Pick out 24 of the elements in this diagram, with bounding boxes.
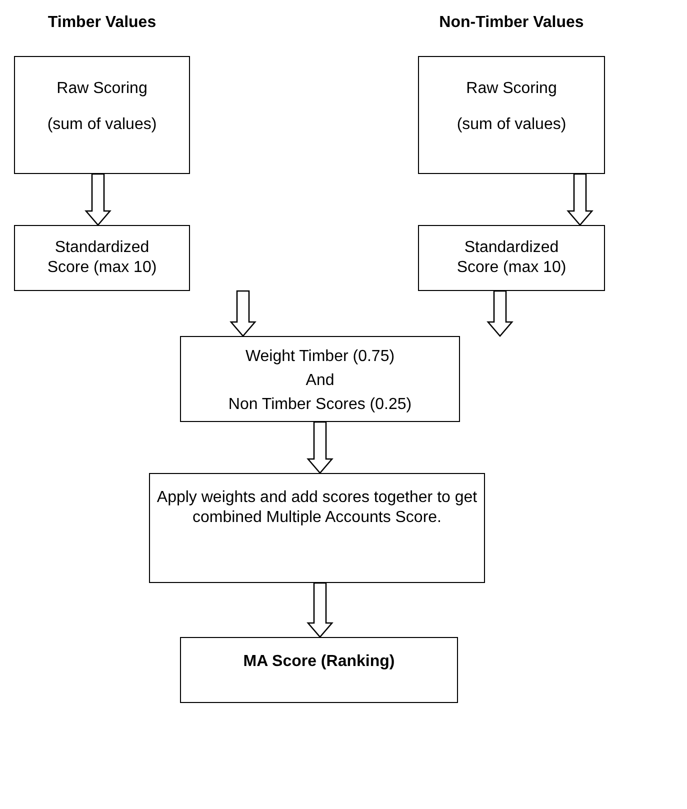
hollow-arrow (306, 582, 334, 638)
hollow-arrow (230, 290, 256, 337)
box-text: (sum of values) (47, 115, 157, 135)
process-box (180, 637, 458, 703)
box-text: And (306, 371, 334, 391)
box-text: Apply weights and add scores together to get combined Multiple Accounts Score. (156, 488, 478, 528)
process-box (180, 336, 460, 422)
box-text: Standardized Score (max 10) (456, 238, 568, 278)
box-text: (sum of values) (456, 115, 566, 135)
process-box (149, 473, 485, 583)
box-text: Standardized Score (max 10) (46, 238, 158, 278)
hollow-arrow (486, 290, 514, 337)
hollow-arrow (566, 173, 594, 226)
box-text: Raw Scoring (466, 79, 557, 99)
box-text: MA Score (Ranking) (243, 652, 395, 672)
box-text: Raw Scoring (56, 79, 148, 99)
hollow-arrow (306, 421, 334, 474)
column-heading: Non-Timber Values (438, 13, 585, 33)
process-box (14, 225, 190, 291)
box-text: Non Timber Scores (0.25) (228, 395, 412, 415)
column-heading: Timber Values (46, 13, 158, 33)
process-box (418, 225, 605, 291)
box-text: Weight Timber (0.75) (245, 347, 395, 367)
hollow-arrow (84, 173, 112, 226)
